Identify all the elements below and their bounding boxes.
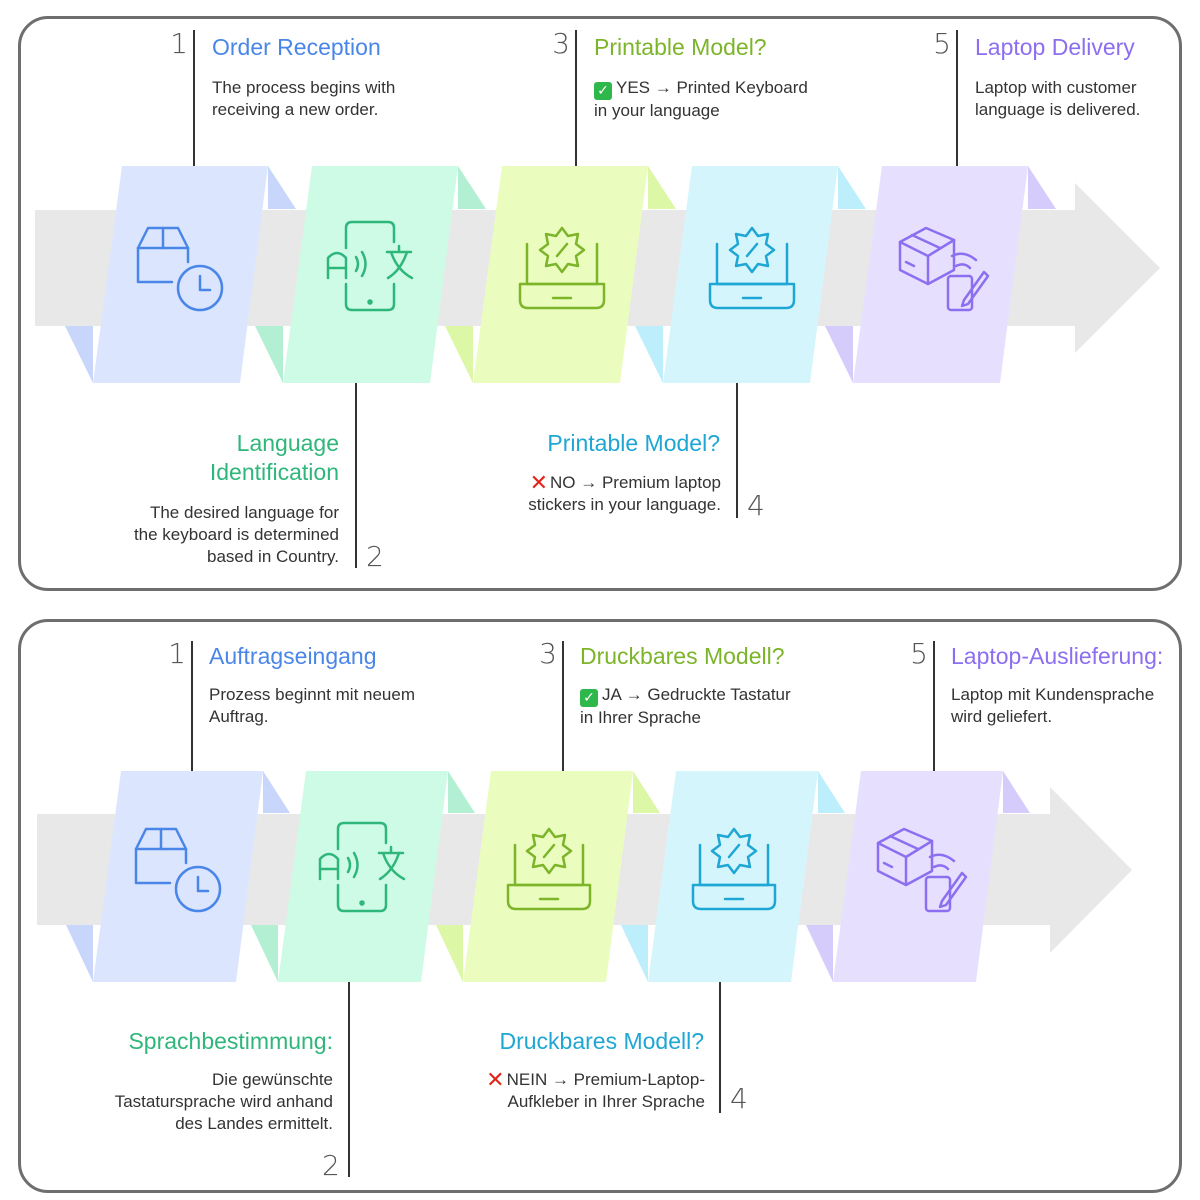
card-fold-4	[818, 771, 845, 813]
card-fold-5	[825, 326, 853, 383]
card-fold-3	[633, 771, 660, 813]
phone-translate-icon	[318, 821, 406, 913]
step-card-2	[278, 771, 448, 982]
laptop-badge-icon	[691, 827, 777, 911]
card-fold-1	[263, 771, 290, 813]
box-delivery-icon	[898, 226, 990, 312]
phone-translate-icon	[326, 220, 414, 312]
check-icon: ✓	[580, 689, 598, 707]
step-description: ✕NO → Premium laptop stickers in your la…	[528, 471, 721, 515]
cross-icon: ✕	[486, 1068, 505, 1093]
step-title: Language Identification	[209, 430, 339, 485]
step-title: Printable Model?	[594, 34, 767, 60]
step-title: Sprachbestimmung:	[128, 1028, 333, 1054]
step-number: 1	[170, 27, 188, 60]
card-fold-3	[445, 326, 473, 383]
card-fold-3	[648, 166, 676, 209]
step-title: Order Reception	[212, 34, 381, 60]
step-description: Laptop mit Kundensprache wird geliefert.	[951, 685, 1155, 726]
english-flow-graphic	[35, 30, 1160, 568]
card-fold-4	[838, 166, 866, 209]
laptop-badge-icon	[708, 226, 796, 310]
step-description: Die gewünschte Tastatursprache wird anha…	[114, 1070, 333, 1133]
step-title: Auftragseingang	[209, 643, 377, 669]
step-card-5	[833, 771, 1003, 982]
card-fold-1	[66, 925, 93, 982]
step-card-2	[283, 166, 458, 383]
step-number: 4	[747, 489, 765, 522]
step-card-3	[473, 166, 648, 383]
card-fold-2	[458, 166, 486, 209]
step-description: The process begins with receiving a new …	[212, 78, 396, 119]
card-fold-5	[1028, 166, 1056, 209]
card-fold-4	[621, 925, 648, 982]
step-title: Druckbares Modell?	[499, 1028, 704, 1054]
step-number: 3	[552, 27, 570, 60]
step-description: ✓JA → Gedruckte Tastatur in Ihrer Sprach…	[580, 685, 791, 727]
card-fold-1	[268, 166, 296, 209]
step-title: Laptop-Auslieferung:	[951, 643, 1164, 669]
card-fold-3	[436, 925, 463, 982]
check-icon: ✓	[594, 82, 612, 100]
cross-icon: ✕	[529, 471, 548, 496]
step-card-4	[663, 166, 838, 383]
card-fold-2	[448, 771, 475, 813]
step-number: 5	[910, 637, 928, 670]
step-card-5	[853, 166, 1028, 383]
step-description: Prozess beginnt mit neuem Auftrag.	[209, 685, 415, 726]
step-number: 5	[933, 27, 951, 60]
step-number: 4	[730, 1082, 748, 1115]
step-card-4	[648, 771, 818, 982]
card-fold-2	[255, 326, 283, 383]
package-clock-icon	[134, 827, 222, 913]
step-number: 1	[168, 637, 186, 670]
step-number: 3	[539, 637, 557, 670]
step-title: Laptop Delivery	[975, 34, 1135, 60]
step-description: The desired language for the keyboard is…	[133, 503, 339, 566]
step-number: 2	[366, 540, 384, 573]
card-fold-2	[251, 925, 278, 982]
card-fold-5	[806, 925, 833, 982]
step-card-3	[463, 771, 633, 982]
laptop-badge-icon	[518, 226, 606, 310]
laptop-badge-icon	[506, 827, 592, 911]
step-description: ✓YES → Printed Keyboard in your language	[594, 78, 808, 120]
card-fold-4	[635, 326, 663, 383]
step-card-1	[93, 771, 263, 982]
step-card-1	[93, 166, 268, 383]
step-title: Printable Model?	[547, 430, 720, 456]
package-clock-icon	[136, 226, 224, 312]
step-description: Laptop with customer language is deliver…	[975, 78, 1141, 119]
german-flow-graphic	[37, 641, 1132, 1177]
step-description: ✕NEIN → Premium-Laptop- Aufkleber in Ihr…	[486, 1068, 705, 1112]
box-delivery-icon	[876, 827, 968, 913]
card-fold-5	[1003, 771, 1030, 813]
step-number: 2	[322, 1149, 340, 1182]
step-title: Druckbares Modell?	[580, 643, 785, 669]
card-fold-1	[65, 326, 93, 383]
